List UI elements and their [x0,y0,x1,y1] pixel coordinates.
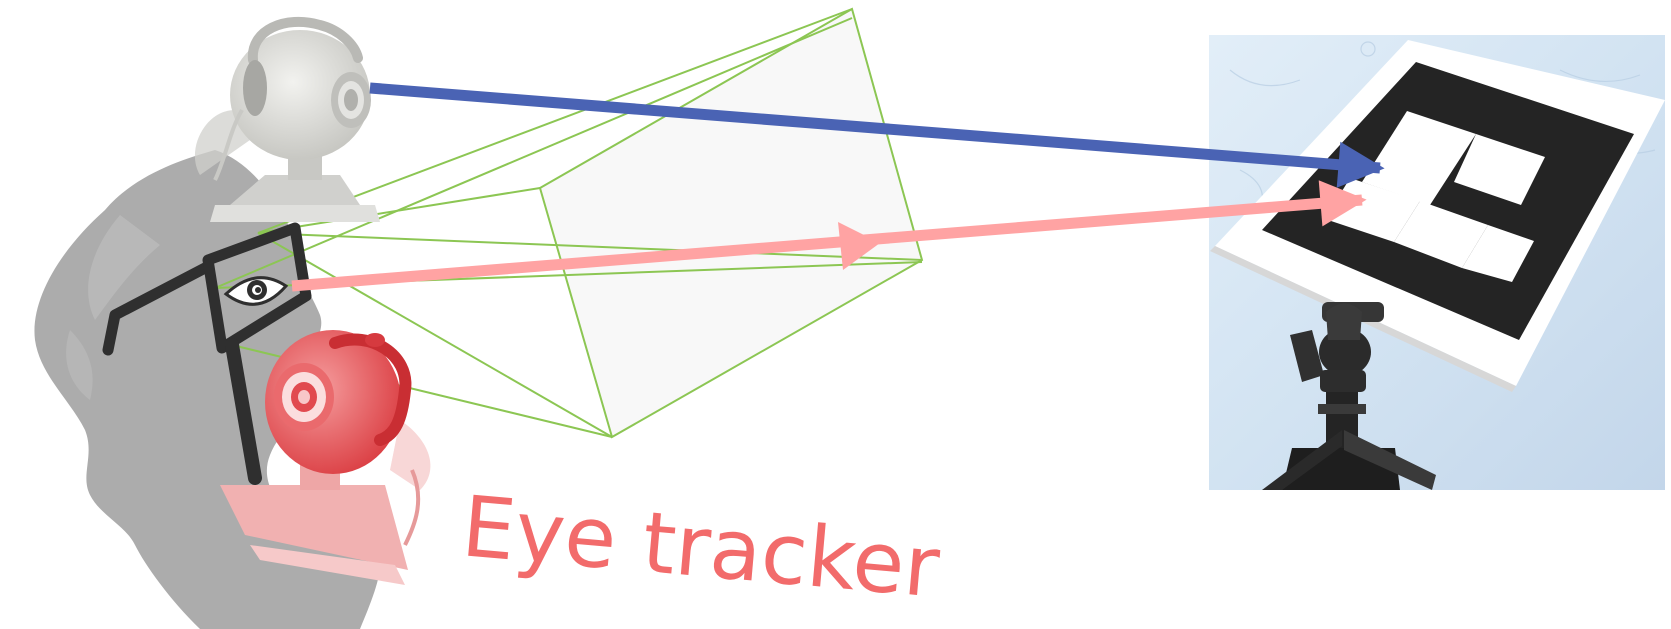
fiducial-marker [1262,62,1634,340]
camera-ray-arrow [369,82,1385,188]
gaze-ray-arrow [291,180,1367,292]
image-plane [538,7,924,439]
eye-camera-webcam-icon [220,330,431,585]
marker-photo [1209,35,1665,490]
eye-tracker-label: Eye tracker [458,477,943,616]
glasses-frame [102,222,312,485]
scene-camera-webcam-icon [194,16,380,222]
head-silhouette-icon [34,150,382,629]
tripod-icon [1262,302,1436,490]
eye-icon [223,276,289,306]
